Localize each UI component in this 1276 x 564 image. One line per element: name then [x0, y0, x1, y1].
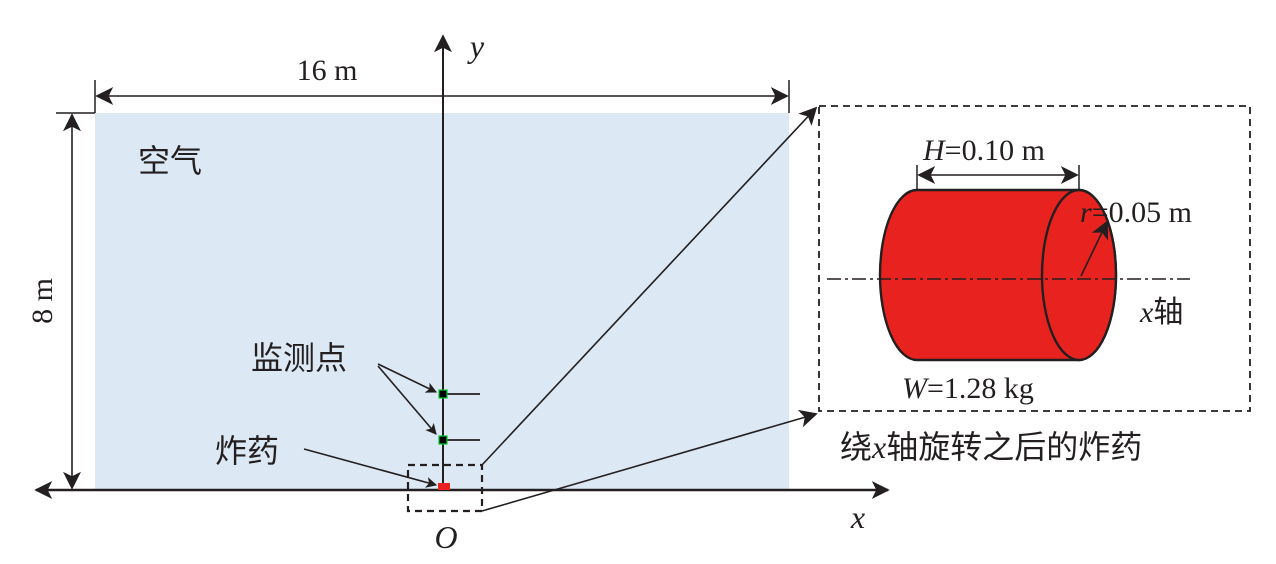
inset-axis-word: 轴 [1153, 295, 1183, 330]
radius-label: r=0.05 m [1080, 196, 1192, 229]
monitor-leader-upper [377, 363, 437, 393]
inset-caption: 绕x轴旋转之后的炸药 [840, 428, 1142, 466]
mass-value: =1.28 kg [927, 372, 1034, 405]
radius-value: =0.05 m [1092, 196, 1192, 229]
radius-var: r [1080, 196, 1092, 229]
origin-label: O [434, 519, 457, 555]
explosive-charge [438, 483, 450, 490]
monitor-point-lower [438, 435, 448, 445]
zoom-connector-upper [481, 106, 818, 466]
inset-axis-label: x轴 [1139, 295, 1183, 330]
x-axis-label: x [850, 499, 865, 535]
monitor-points-label: 监测点 [251, 339, 347, 377]
width-dimension-label: 16 m [297, 54, 358, 87]
length-value: =0.10 m [945, 134, 1045, 167]
cylinder [878, 188, 1118, 362]
length-var: H [922, 134, 947, 167]
zoom-source-box [406, 463, 484, 513]
inset-axis-var: x [1139, 296, 1154, 329]
inset-caption-suffix: 轴旋转之后的炸药 [886, 428, 1142, 466]
y-axis-label: y [467, 28, 485, 64]
length-label: H=0.10 m [922, 134, 1045, 167]
explosive-leader [303, 448, 438, 488]
monitor-leader-lower [377, 365, 437, 435]
mass-label: W=1.28 kg [902, 372, 1034, 405]
explosive-label: 炸药 [215, 432, 279, 470]
inset-caption-var: x [871, 429, 886, 465]
height-dimension-label: 8 m [26, 278, 59, 324]
air-label: 空气 [138, 142, 202, 180]
zoom-connector-lower [481, 409, 818, 512]
mass-var: W [902, 372, 930, 405]
radius-arrow [1080, 220, 1109, 277]
monitor-point-upper [438, 389, 448, 399]
inset-box [818, 105, 1251, 412]
inset-caption-prefix: 绕 [840, 428, 872, 466]
